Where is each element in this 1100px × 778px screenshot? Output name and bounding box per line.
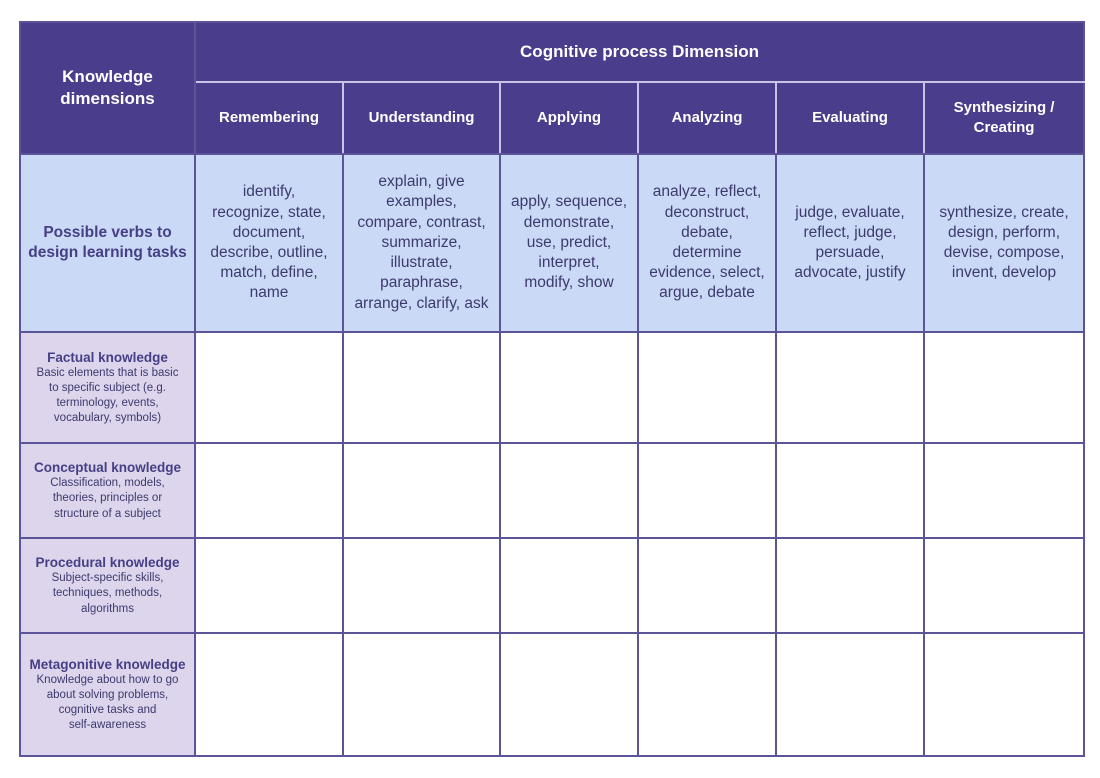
empty-cell — [342, 331, 501, 444]
conceptual-knowledge-label: Conceptual knowledge Classification, mod… — [19, 442, 196, 539]
metacognitive-knowledge-label: Metagonitive knowledge Knowledge about h… — [19, 632, 196, 757]
empty-cell — [922, 331, 1086, 444]
empty-cell — [194, 442, 344, 539]
empty-cell — [499, 632, 639, 757]
knowledge-title: Metagonitive knowledge — [29, 656, 186, 672]
empty-cell — [775, 632, 925, 757]
verbs-cell-understanding: explain, give examples, compare, contras… — [342, 153, 501, 333]
table-row: Procedural knowledge Subject-specific sk… — [19, 537, 1086, 634]
empty-cell — [342, 632, 501, 757]
empty-cell — [342, 442, 501, 539]
col-header-understanding: Understanding — [342, 81, 501, 155]
col-header-evaluating: Evaluating — [775, 81, 925, 155]
empty-cell — [637, 331, 777, 444]
header-row-top: Knowledge dimensions Cognitive process D… — [19, 21, 1086, 155]
empty-cell — [775, 442, 925, 539]
empty-cell — [922, 442, 1086, 539]
table-row: Conceptual knowledge Classification, mod… — [19, 442, 1086, 539]
knowledge-description: Subject-specific skills, techniques, met… — [51, 572, 164, 615]
empty-cell — [775, 537, 925, 634]
verbs-cell-analyzing: analyze, reflect, deconstruct, debate, d… — [637, 153, 777, 333]
empty-cell — [499, 442, 639, 539]
col-header-applying: Applying — [499, 81, 639, 155]
knowledge-description: Basic elements that is basic to specific… — [36, 366, 179, 425]
header-row-columns: Remembering Understanding Applying Analy… — [20, 81, 1086, 155]
empty-cell — [499, 537, 639, 634]
verbs-cell-synthesizing: synthesize, create, design, perform, dev… — [922, 153, 1086, 333]
empty-cell — [775, 331, 925, 444]
knowledge-dimensions-header: Knowledge dimensions — [19, 21, 196, 155]
empty-cell — [499, 331, 639, 444]
knowledge-title: Conceptual knowledge — [33, 460, 182, 476]
verbs-cell-applying: apply, sequence, demonstrate, use, predi… — [499, 153, 639, 333]
col-header-analyzing: Analyzing — [637, 81, 777, 155]
empty-cell — [194, 632, 344, 757]
knowledge-description: Classification, models, theories, princi… — [50, 477, 165, 520]
empty-cell — [342, 537, 501, 634]
factual-knowledge-label: Factual knowledge Basic elements that is… — [19, 331, 196, 444]
verbs-cell-remembering: identify, recognize, state, document, de… — [194, 153, 344, 333]
empty-cell — [194, 331, 344, 444]
empty-cell — [637, 632, 777, 757]
empty-cell — [194, 537, 344, 634]
verbs-row-label: Possible verbs to design learning tasks — [19, 153, 196, 333]
table-row: Metagonitive knowledge Knowledge about h… — [19, 632, 1086, 757]
bloom-taxonomy-table: Knowledge dimensions Cognitive process D… — [19, 21, 1086, 757]
empty-cell — [922, 632, 1086, 757]
procedural-knowledge-label: Procedural knowledge Subject-specific sk… — [19, 537, 196, 634]
col-header-synthesizing: Synthesizing / Creating — [922, 81, 1086, 155]
empty-cell — [637, 537, 777, 634]
knowledge-description: Knowledge about how to go about solving … — [36, 673, 179, 732]
verbs-row: Possible verbs to design learning tasks … — [19, 153, 1086, 333]
verbs-cell-evaluating: judge, evaluate, reflect, judge, persuad… — [775, 153, 925, 333]
empty-cell — [922, 537, 1086, 634]
table-row: Factual knowledge Basic elements that is… — [19, 331, 1086, 444]
knowledge-title: Factual knowledge — [47, 349, 168, 365]
empty-cell — [637, 442, 777, 539]
knowledge-title: Procedural knowledge — [35, 555, 180, 571]
col-header-remembering: Remembering — [194, 81, 344, 155]
cognitive-process-title: Cognitive process Dimension — [193, 21, 1086, 83]
